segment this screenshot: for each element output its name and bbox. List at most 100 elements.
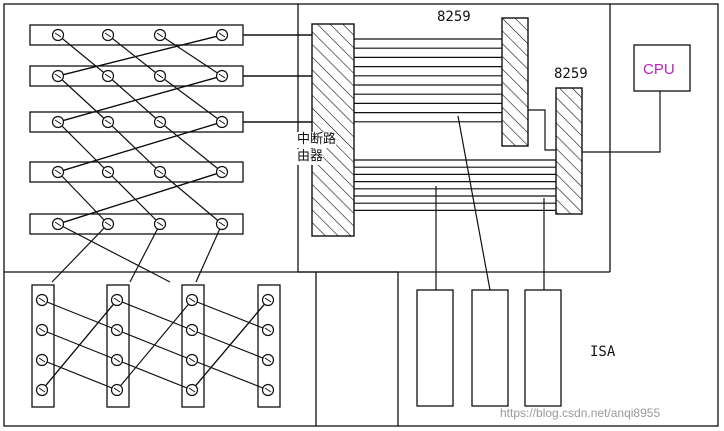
connector-node-mark bbox=[104, 119, 112, 125]
routing-wire bbox=[159, 34, 223, 77]
connector-node-mark bbox=[218, 119, 226, 125]
box-group bbox=[29, 17, 691, 408]
routing-wire bbox=[191, 299, 269, 391]
routing-wire bbox=[107, 34, 161, 77]
pci-connector-node bbox=[110, 353, 124, 367]
routing-wire bbox=[116, 359, 193, 391]
router-label-line1: 中断路 bbox=[297, 132, 337, 148]
connector-node-mark bbox=[156, 32, 164, 38]
routing-wire bbox=[159, 75, 223, 123]
pci-connector-node bbox=[185, 383, 199, 397]
connector-node-mark bbox=[54, 119, 62, 125]
connector-node-mark bbox=[113, 327, 121, 333]
pci-connector-node bbox=[110, 293, 124, 307]
pci-connector-node bbox=[185, 323, 199, 337]
routing-wire bbox=[116, 299, 193, 331]
pci-connector-node bbox=[261, 293, 275, 307]
connector-node-mark bbox=[188, 357, 196, 363]
connector-node-mark bbox=[38, 297, 46, 303]
pci-connector-node bbox=[185, 293, 199, 307]
pci-connector-node bbox=[35, 323, 49, 337]
connector-node-mark bbox=[218, 32, 226, 38]
connector-node-mark bbox=[188, 387, 196, 393]
pci-connector-node bbox=[101, 28, 115, 42]
routing-wire bbox=[159, 171, 223, 225]
connector-node-mark bbox=[156, 221, 164, 227]
pci-connector-node bbox=[153, 165, 167, 179]
pci-connector-node bbox=[35, 353, 49, 367]
pci-slot-bar bbox=[29, 24, 244, 46]
connector-node-mark bbox=[104, 73, 112, 79]
interrupt-router-box bbox=[311, 23, 355, 237]
pci-vertical-slot bbox=[257, 284, 281, 408]
routing-wire bbox=[41, 299, 118, 391]
routing-wire bbox=[191, 359, 269, 391]
connector-node-mark bbox=[113, 357, 121, 363]
pci-connector-node bbox=[153, 115, 167, 129]
connector-node-mark bbox=[54, 73, 62, 79]
pci-connector-node bbox=[110, 323, 124, 337]
connector-node-mark bbox=[218, 169, 226, 175]
pic-master-label: 8259 bbox=[437, 9, 471, 25]
pic-8259-master-box bbox=[501, 17, 529, 147]
routing-wire bbox=[41, 359, 118, 391]
pic-slave-label: 8259 bbox=[554, 66, 588, 82]
routing-wire bbox=[57, 171, 223, 225]
routing-wire bbox=[159, 121, 223, 173]
connector-node-mark bbox=[113, 387, 121, 393]
routing-wire bbox=[41, 299, 118, 331]
routing-wire bbox=[57, 75, 223, 123]
connector-node-mark bbox=[156, 119, 164, 125]
pic-8259-slave-box bbox=[555, 87, 583, 215]
routing-wire bbox=[191, 299, 269, 331]
connector-node-mark bbox=[113, 297, 121, 303]
routing-wire bbox=[57, 121, 109, 173]
pci-connector-node bbox=[101, 217, 115, 231]
connector-node-mark bbox=[38, 327, 46, 333]
routing-wire bbox=[51, 223, 109, 283]
watermark: https://blog.csdn.net/anqi8955 bbox=[500, 406, 661, 420]
connector-node-mark bbox=[188, 297, 196, 303]
pci-connector-node bbox=[51, 69, 65, 83]
pci-connector-node bbox=[261, 353, 275, 367]
cascade-wire bbox=[528, 109, 556, 151]
pci-connector-node bbox=[215, 165, 229, 179]
pci-connector-node bbox=[35, 383, 49, 397]
isa-slot bbox=[416, 289, 454, 407]
pci-connector-node bbox=[185, 353, 199, 367]
isa-slot bbox=[524, 289, 562, 407]
pci-connector-node bbox=[215, 28, 229, 42]
pci-connector-node bbox=[261, 323, 275, 337]
routing-wire bbox=[57, 34, 223, 77]
isa-label: ISA bbox=[590, 344, 616, 360]
pci-vertical-slot bbox=[106, 284, 130, 408]
connector-node-mark bbox=[104, 169, 112, 175]
connector-node-mark bbox=[54, 169, 62, 175]
pci-vertical-slot bbox=[181, 284, 205, 408]
routing-wire bbox=[195, 223, 223, 283]
routing-wire bbox=[116, 299, 193, 391]
pci-connector-node bbox=[110, 383, 124, 397]
pci-connector-node bbox=[51, 217, 65, 231]
routing-wire bbox=[57, 223, 171, 283]
pci-connector-node bbox=[215, 115, 229, 129]
connector-node-mark bbox=[264, 297, 272, 303]
connector-node-mark bbox=[104, 221, 112, 227]
pci-connector-node bbox=[261, 383, 275, 397]
pci-connector-node bbox=[101, 115, 115, 129]
pci-connector-node bbox=[153, 69, 167, 83]
isa-slot bbox=[471, 289, 509, 407]
pci-connector-node bbox=[153, 217, 167, 231]
pci-slot-bar bbox=[29, 111, 244, 133]
pci-connector-node bbox=[101, 69, 115, 83]
router-label-line2: 由器 bbox=[297, 149, 324, 165]
routing-wire bbox=[107, 121, 161, 173]
connector-node-mark bbox=[188, 327, 196, 333]
connector-node-mark bbox=[264, 357, 272, 363]
pci-connector-node bbox=[51, 165, 65, 179]
pci-connector-node bbox=[51, 115, 65, 129]
connector-node-mark bbox=[104, 32, 112, 38]
pci-connector-node bbox=[215, 217, 229, 231]
